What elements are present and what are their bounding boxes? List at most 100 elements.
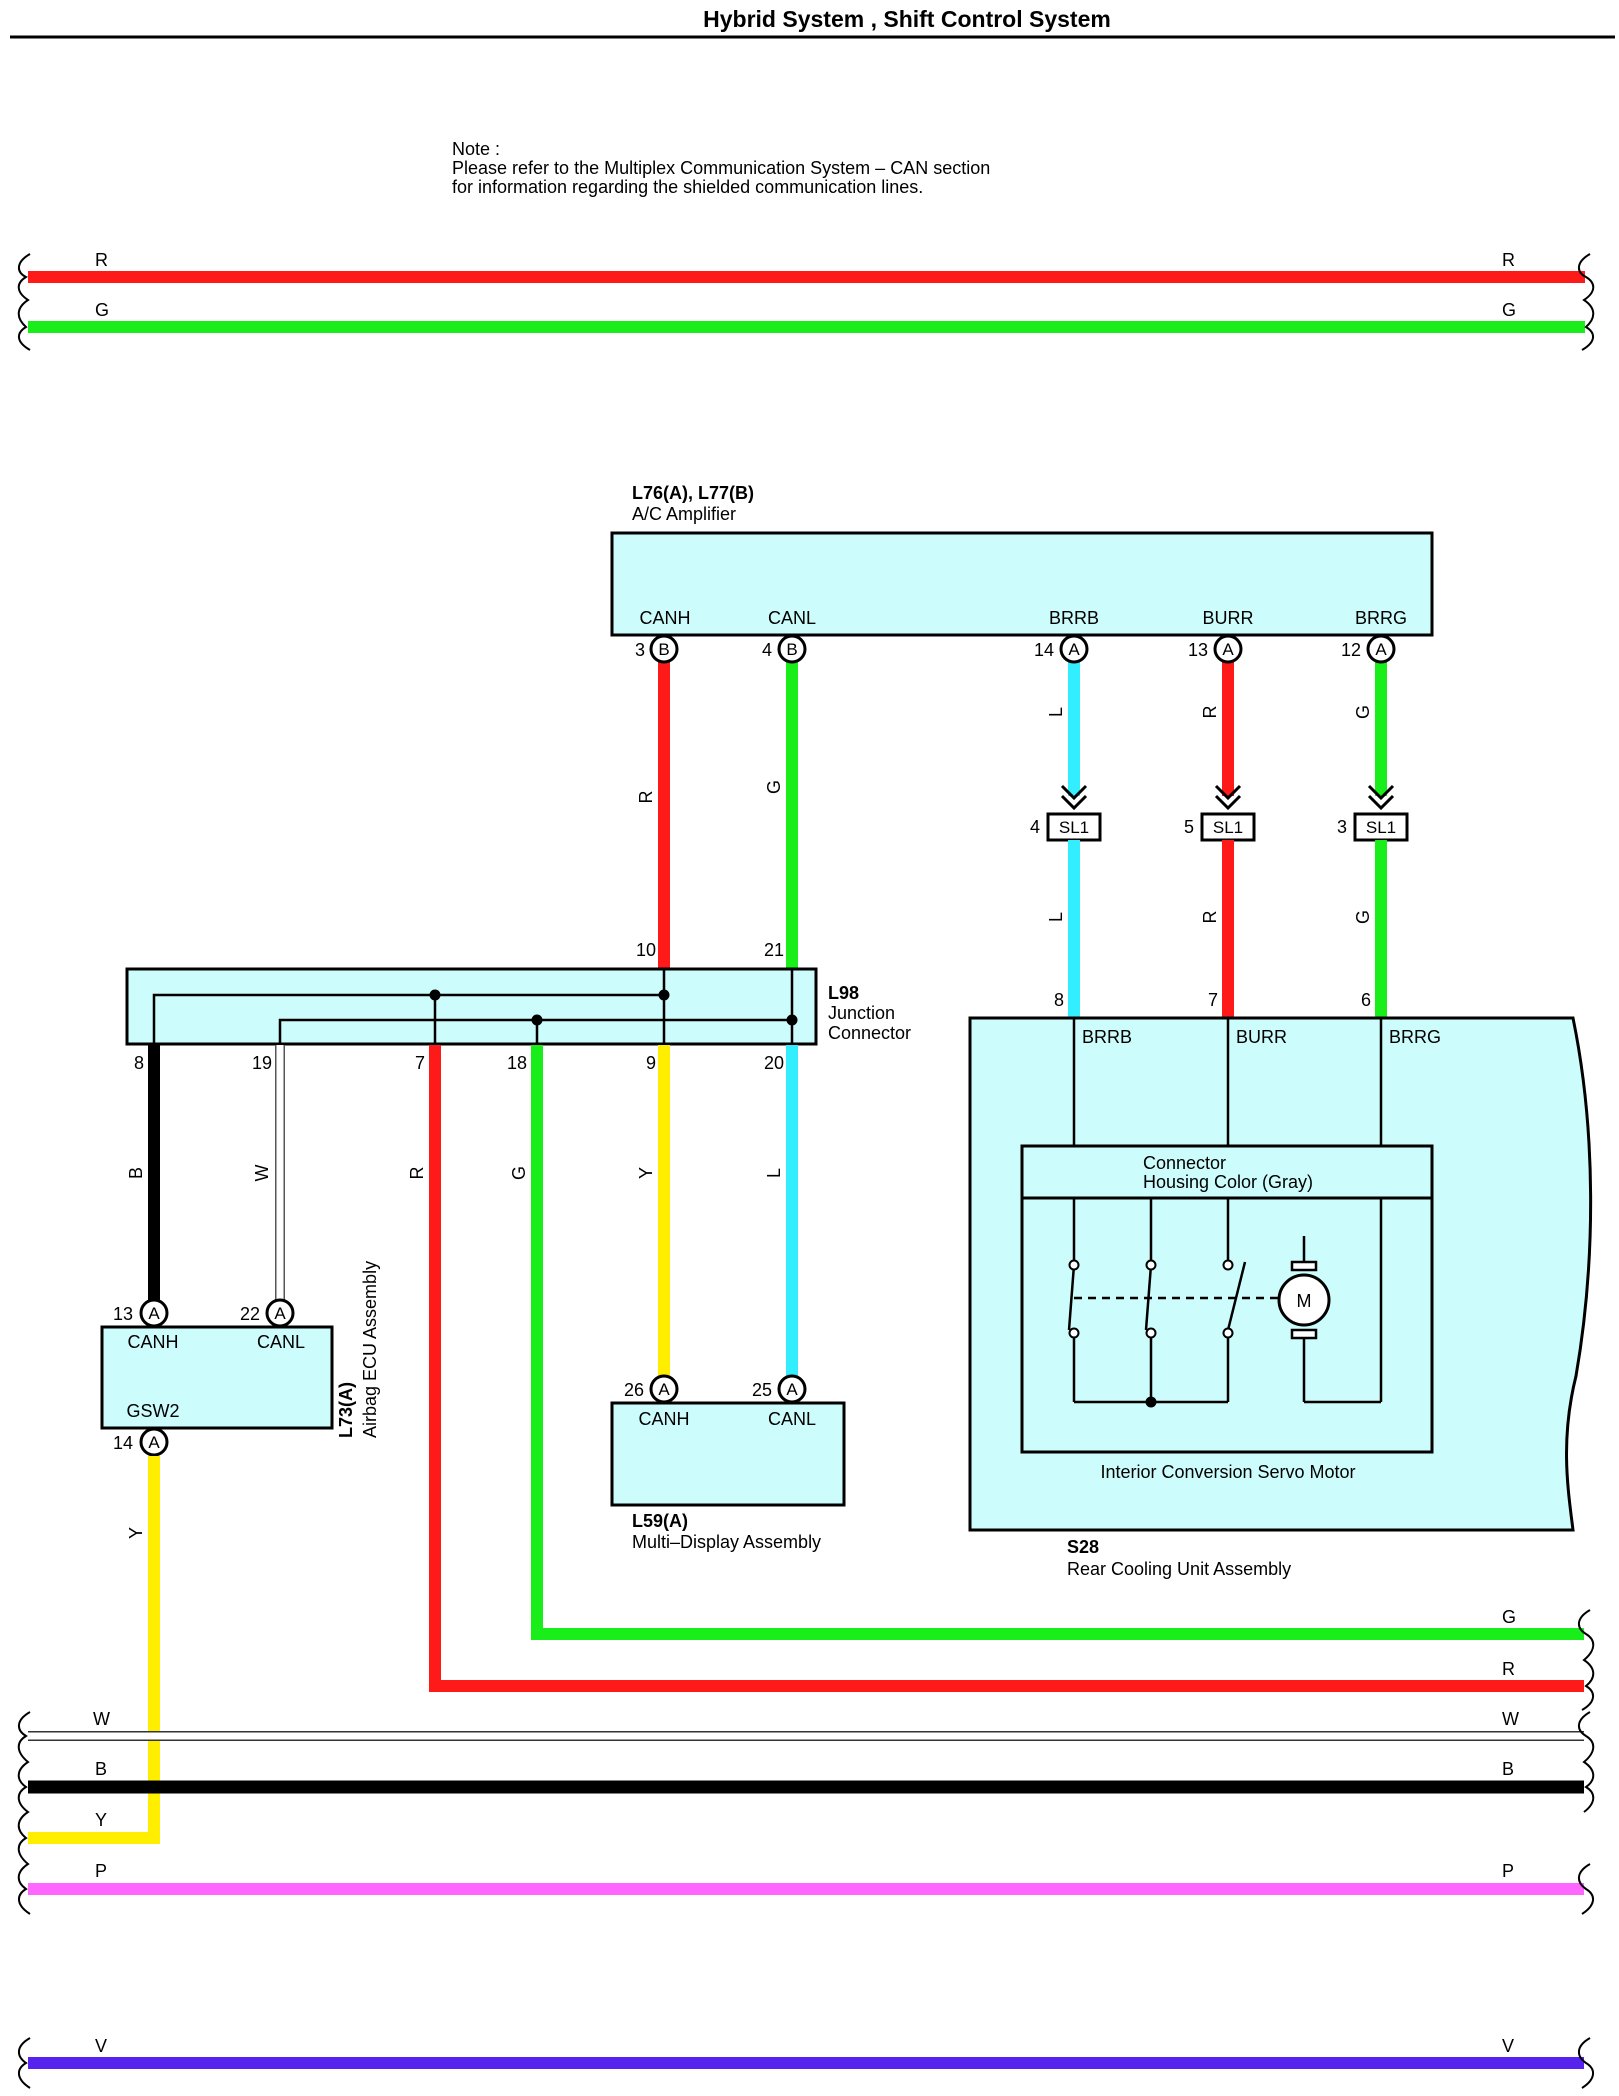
ac-pin-label-canh: CANH: [639, 608, 690, 628]
motor-symbol: M: [1297, 1291, 1312, 1311]
rc-pin-label-brrb: BRRB: [1082, 1027, 1132, 1047]
rc-pin-num-brrb: 8: [1054, 990, 1064, 1010]
wire-color-j-w: W: [252, 1165, 272, 1182]
sl1-connector-brrb: SL1 4: [1030, 784, 1102, 842]
switch-contacts: [1068, 1259, 1234, 1339]
ac-pin-num-burr: 13: [1188, 640, 1208, 660]
junction-bottom-pin-6: 20: [764, 1053, 784, 1073]
ac-pin-brrb: 14 A: [1034, 634, 1089, 664]
airbag-pin-num-canl: 22: [240, 1304, 260, 1324]
airbag-ecu-name: Airbag ECU Assembly: [360, 1261, 380, 1438]
ac-pin-num-brrb: 14: [1034, 640, 1054, 660]
wire-color-brrg-upper: G: [1353, 705, 1373, 719]
switch-junction-dot: [1145, 1396, 1157, 1408]
ac-pin-conn-brrg: A: [1375, 640, 1387, 659]
bus-label-v-left: V: [95, 2036, 107, 2056]
airbag-pin-canh: 13 A: [113, 1298, 169, 1328]
junction-top-pin-canh: 10: [636, 940, 656, 960]
note: Note : Please refer to the Multiplex Com…: [452, 139, 990, 197]
airbag-ecu-id: L73(A): [336, 1382, 356, 1438]
sl1-chevron-burr: [1214, 784, 1242, 811]
rc-pin-label-brrg: BRRG: [1389, 1027, 1441, 1047]
multi-display: CANH CANL 26 A 25 A L59(A) Multi–Display…: [610, 1374, 846, 1552]
md-pin-label-canh: CANH: [638, 1409, 689, 1429]
bus-label-r-left: R: [95, 250, 108, 270]
ac-pin-label-brrg: BRRG: [1355, 608, 1407, 628]
bus-label-r-bottom: R: [1502, 1659, 1515, 1679]
top-bus-g: G G: [28, 300, 1585, 333]
ac-pin-marker-canh: [649, 634, 679, 664]
ac-pin-marker-brrb: [1059, 634, 1089, 664]
wire-color-j-r: R: [407, 1167, 427, 1180]
airbag-pin-marker-canl: [265, 1298, 295, 1328]
airbag-pin-marker-canh: [139, 1298, 169, 1328]
junction-top-pin-canl: 21: [764, 940, 784, 960]
sl1-pin-brrb: 4: [1030, 817, 1040, 837]
wire-color-gsw2: Y: [126, 1527, 146, 1539]
ac-pin-label-brrb: BRRB: [1049, 608, 1099, 628]
airbag-pin-gsw2: 14 A: [113, 1427, 169, 1457]
top-bus-r: R R: [28, 250, 1585, 283]
sl1-name-brrb: SL1: [1059, 818, 1089, 837]
airbag-pin-num-canh: 13: [113, 1304, 133, 1324]
multi-display-name: Multi–Display Assembly: [632, 1532, 821, 1552]
junction-bottom-pin-3: 7: [415, 1053, 425, 1073]
sl1-chevron-brrb: [1060, 784, 1088, 811]
wire-color-j-b: B: [126, 1167, 146, 1179]
rc-internal-wires: [1072, 1018, 1383, 1146]
md-pin-label-canl: CANL: [768, 1409, 816, 1429]
bus-label-r-right: R: [1502, 250, 1515, 270]
rc-pin-num-burr: 7: [1208, 990, 1218, 1010]
wire-color-burr-upper: R: [1200, 706, 1220, 719]
ac-pin-marker-burr: [1213, 634, 1243, 664]
ac-pin-num-canh: 3: [635, 640, 645, 660]
rc-pin-num-brrg: 6: [1361, 990, 1371, 1010]
ac-pin-canl: 4 B: [762, 634, 807, 664]
bottom-bus-labels: G R: [1502, 1607, 1516, 1679]
airbag-pin-label-gsw2: GSW2: [126, 1401, 179, 1421]
md-pin-canh: 26 A: [624, 1374, 679, 1404]
wire-color-j-l: L: [764, 1168, 784, 1178]
wire-color-burr-lower: R: [1200, 911, 1220, 924]
ac-amplifier-id: L76(A), L77(B): [632, 483, 754, 503]
airbag-pin-conn-canl: A: [274, 1304, 286, 1323]
ac-pin-num-brrg: 12: [1341, 640, 1361, 660]
motor-icon: M: [1277, 1273, 1331, 1327]
bus-label-g-bottom: G: [1502, 1607, 1516, 1627]
bus-w: W W: [28, 1709, 1584, 1741]
ac-amplifier: L76(A), L77(B) A/C Amplifier CANH CANL B…: [610, 483, 1434, 637]
airbag-pin-marker-gsw2: [139, 1427, 169, 1457]
sl1-name-brrg: SL1: [1366, 818, 1396, 837]
wire-j-g: [531, 1045, 1584, 1640]
ac-pin-num-canl: 4: [762, 640, 772, 660]
airbag-pin-num-gsw2: 14: [113, 1433, 133, 1453]
sl1-connector-brrg: SL1 3: [1337, 784, 1409, 842]
md-pin-conn-canh: A: [658, 1380, 670, 1399]
ac-pin-conn-burr: A: [1222, 640, 1234, 659]
ac-pin-conn-brrb: A: [1068, 640, 1080, 659]
airbag-pin-canl: 22 A: [240, 1298, 295, 1328]
bus-label-y-left: Y: [95, 1810, 107, 1830]
bus-label-b-left: B: [95, 1759, 107, 1779]
bus-label-v-right: V: [1502, 2036, 1514, 2056]
junction-bottom-pin-1: 8: [134, 1053, 144, 1073]
ac-pin-marker-brrg: [1366, 634, 1396, 664]
note-line-2: for information regarding the shielded c…: [452, 177, 923, 197]
wire-color-brrg-lower: G: [1353, 910, 1373, 924]
ac-amplifier-name: A/C Amplifier: [632, 504, 736, 524]
bottom-bus-break-marks: [17, 1609, 1595, 2089]
sl1-name-burr: SL1: [1213, 818, 1243, 837]
wire-color-canh: R: [636, 791, 656, 804]
ac-pin-marker-canl: [777, 634, 807, 664]
bus-label-p-left: P: [95, 1861, 107, 1881]
sl1-box-burr: [1200, 812, 1256, 842]
airbag-ecu: CANH CANL GSW2 13 A 22 A 14 A L73(A) Air…: [100, 1261, 380, 1457]
bus-b: B B: [28, 1759, 1584, 1794]
wire-j-r: [429, 1045, 1584, 1692]
junction-bottom-pin-2: 19: [252, 1053, 272, 1073]
bus-label-w-left: W: [93, 1709, 110, 1729]
bus-label-w-right: W: [1502, 1709, 1519, 1729]
top-bus-break-marks: [17, 253, 1595, 351]
multi-display-id: L59(A): [632, 1511, 688, 1531]
airbag-pin-conn-canh: A: [148, 1304, 160, 1323]
